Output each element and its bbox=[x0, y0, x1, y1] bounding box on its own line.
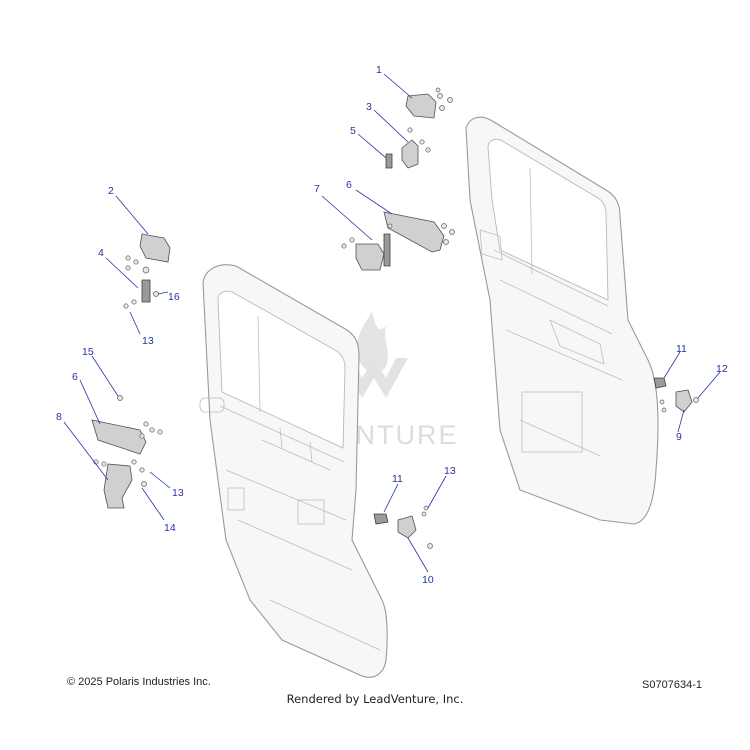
copyright-text: © 2025 Polaris Industries Inc. bbox=[67, 676, 211, 688]
callout-12[interactable]: 12 bbox=[716, 363, 728, 375]
flame-icon bbox=[356, 312, 388, 373]
latch-pin-11-right bbox=[653, 377, 667, 389]
leader-lines bbox=[63, 73, 721, 573]
callout-6-top[interactable]: 6 bbox=[346, 179, 352, 191]
callout-5[interactable]: 5 bbox=[350, 125, 356, 137]
callout-6-bottom[interactable]: 6 bbox=[72, 371, 78, 383]
hinge-bracket-8 bbox=[93, 459, 147, 509]
callout-15[interactable]: 15 bbox=[82, 346, 94, 358]
callout-13-left-lower[interactable]: 13 bbox=[172, 487, 184, 499]
callout-9[interactable]: 9 bbox=[676, 431, 682, 443]
latch-bracket-10 bbox=[397, 505, 433, 549]
callout-2[interactable]: 2 bbox=[108, 185, 114, 197]
latch-bracket-9 bbox=[659, 389, 699, 413]
pin-5 bbox=[385, 153, 393, 169]
callout-11-right[interactable]: 11 bbox=[676, 343, 687, 355]
callout-10[interactable]: 10 bbox=[422, 574, 434, 586]
callout-3[interactable]: 3 bbox=[366, 101, 372, 113]
hinge-arm-6-top bbox=[383, 211, 455, 253]
hinge-bracket-1 bbox=[405, 87, 453, 119]
latch-pin-11-center bbox=[373, 513, 389, 525]
left-door bbox=[199, 264, 388, 678]
callouts: 1 3 5 7 6 2 4 16 13 15 6 8 13 14 11 12 9… bbox=[56, 64, 728, 586]
callout-11-center[interactable]: 11 bbox=[392, 473, 403, 485]
rendered-by-text: Rendered by LeadVenture, Inc. bbox=[286, 692, 464, 706]
callout-13-center[interactable]: 13 bbox=[444, 465, 456, 477]
hinge-bracket-7 bbox=[341, 223, 393, 271]
callout-4[interactable]: 4 bbox=[98, 247, 104, 259]
hinge-plate-2 bbox=[125, 233, 171, 274]
right-door bbox=[465, 116, 659, 525]
callout-16[interactable]: 16 bbox=[168, 291, 180, 303]
hinge-pin-4 bbox=[123, 279, 159, 309]
diagram-id: S0707634-1 bbox=[642, 679, 702, 691]
callout-1[interactable]: 1 bbox=[376, 64, 382, 76]
callout-8[interactable]: 8 bbox=[56, 411, 62, 423]
hinge-arm-6-bottom bbox=[91, 395, 163, 455]
callout-13-left-upper[interactable]: 13 bbox=[142, 335, 154, 347]
hinge-plate-3 bbox=[401, 127, 431, 169]
callout-7[interactable]: 7 bbox=[314, 183, 320, 195]
callout-14[interactable]: 14 bbox=[164, 522, 176, 534]
